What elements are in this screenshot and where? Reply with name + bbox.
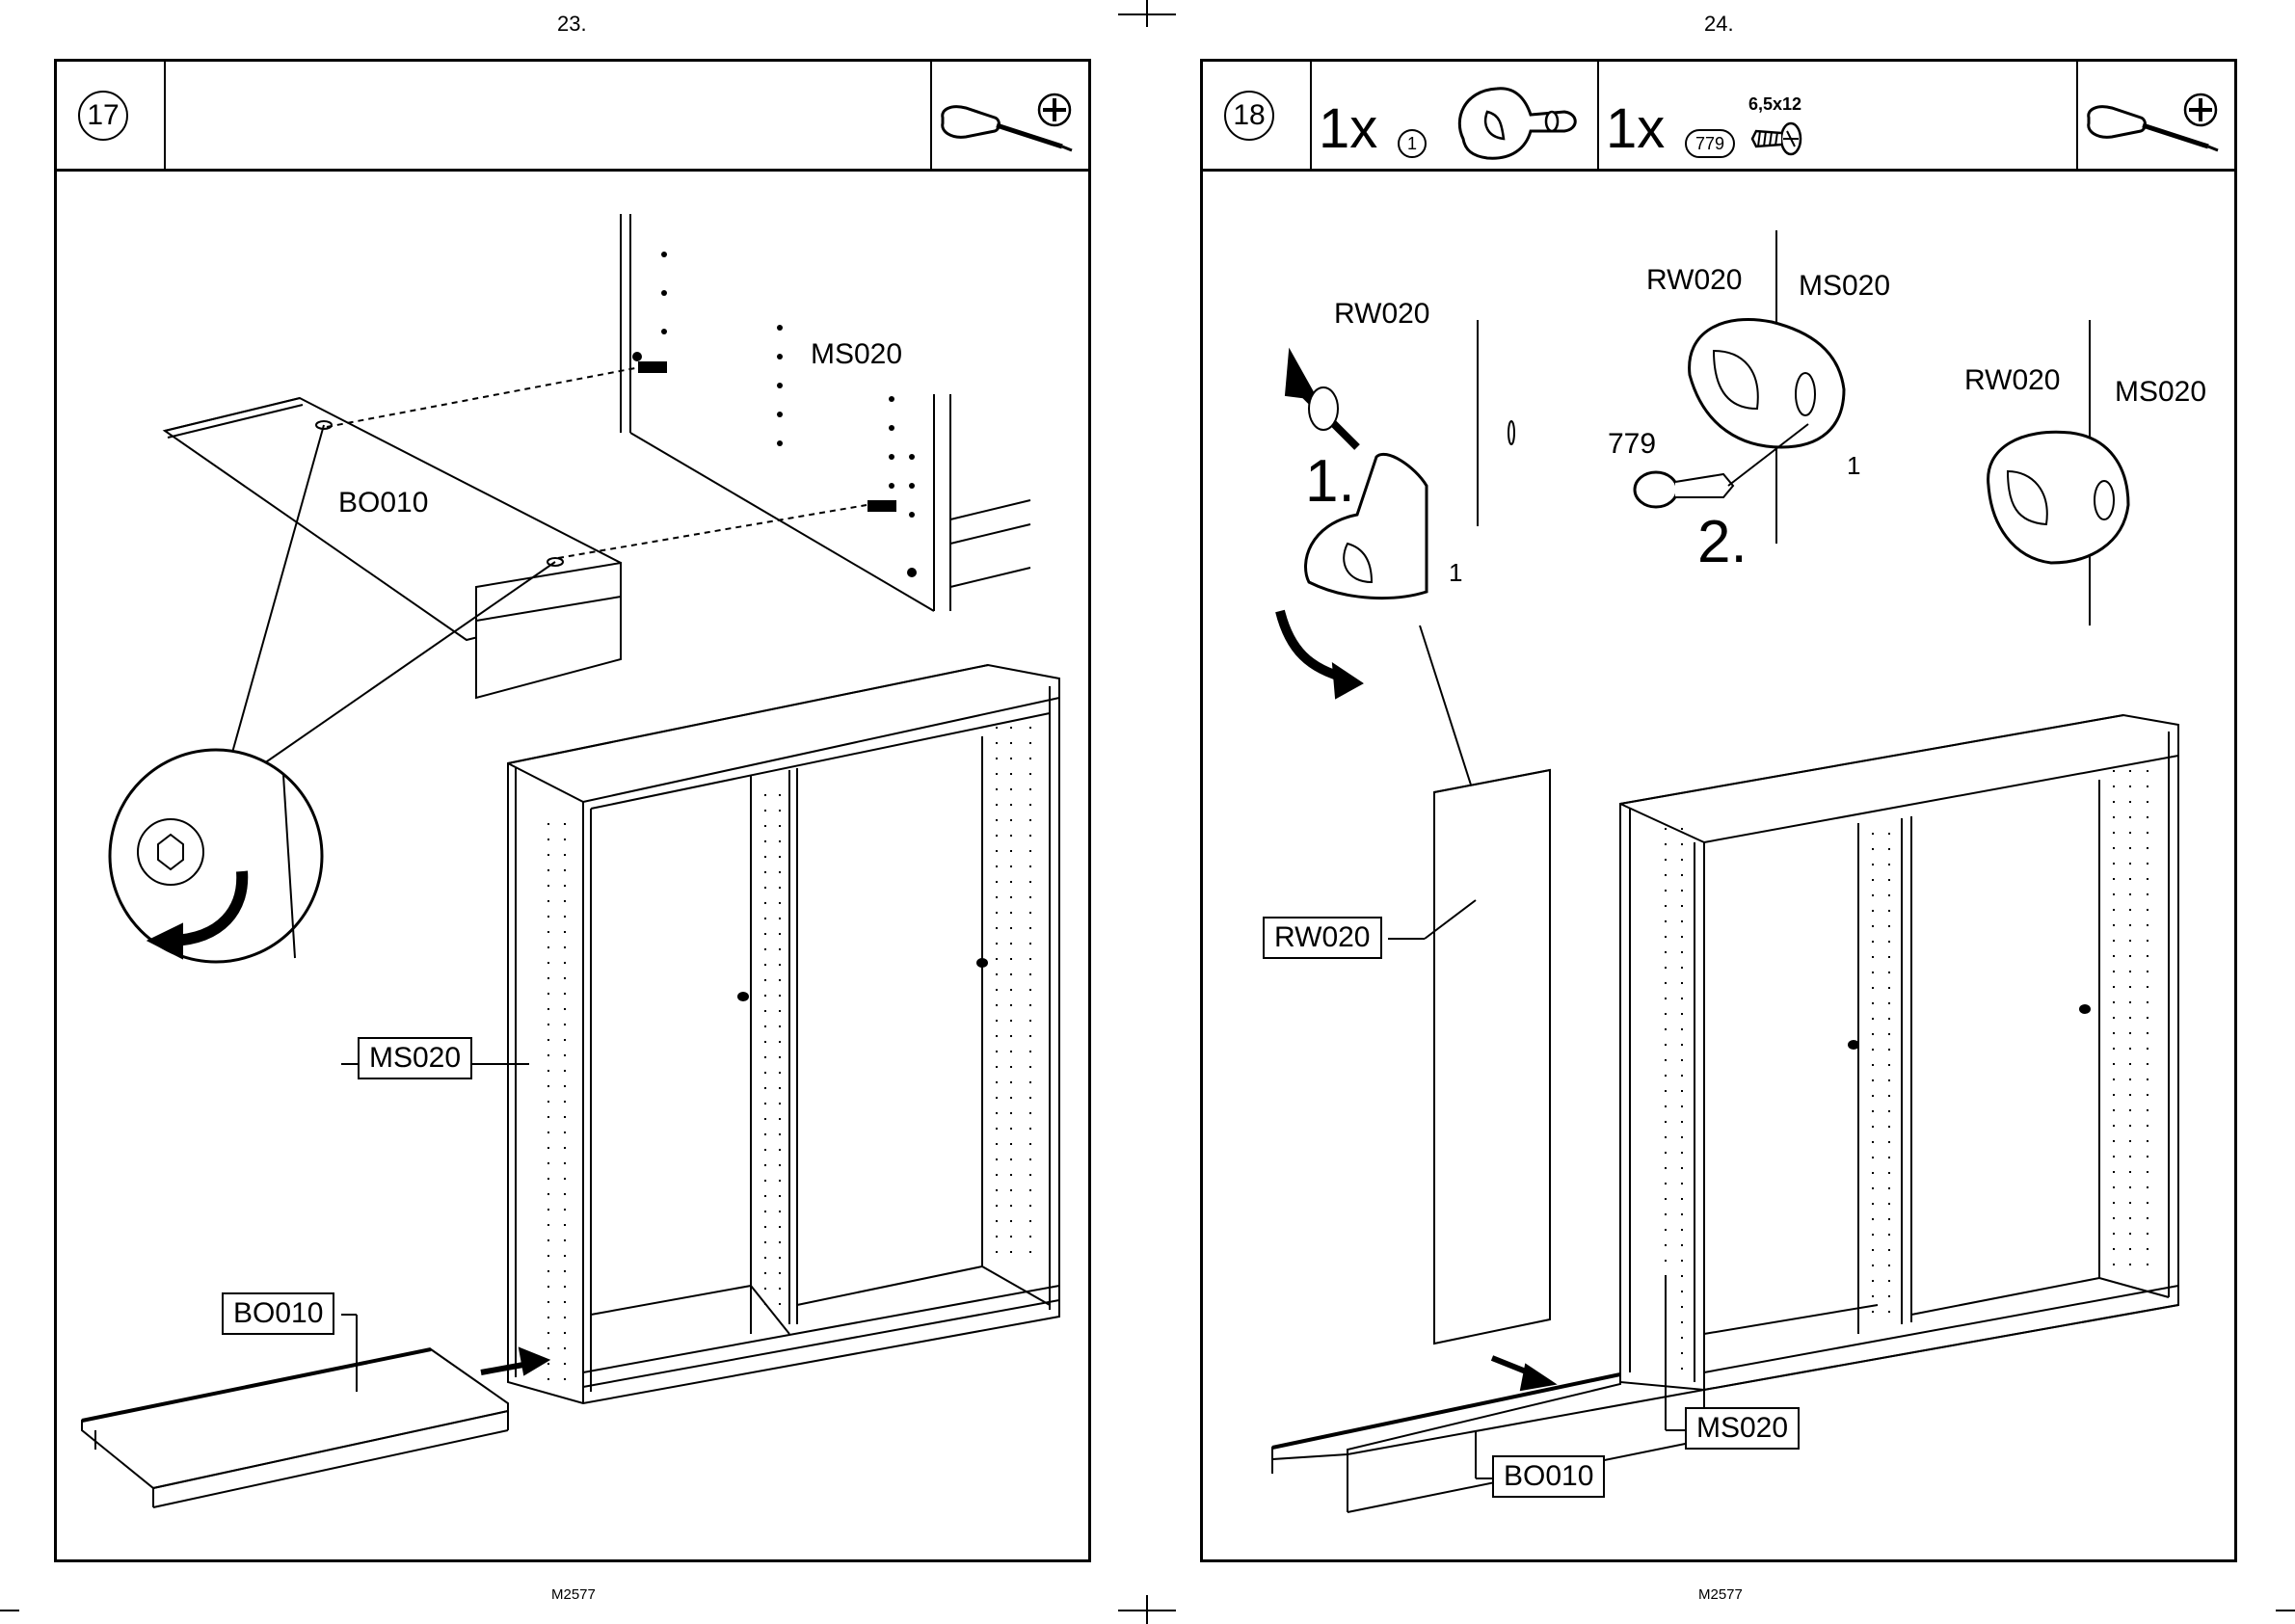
footer-code-right: M2577 bbox=[1698, 1586, 1743, 1603]
step-2-marker: 2. bbox=[1697, 508, 1748, 576]
bo010-label-box: BO010 bbox=[222, 1292, 334, 1335]
page-number-right: 24. bbox=[1704, 12, 1734, 37]
rw020-label: RW020 bbox=[1646, 264, 1743, 297]
step-1-marker: 1. bbox=[1305, 447, 1355, 516]
page-number-left: 23. bbox=[557, 12, 587, 37]
part-1-label: 1 bbox=[1847, 451, 1860, 481]
footer-code-left: M2577 bbox=[551, 1586, 596, 1603]
rw020-label: RW020 bbox=[1334, 298, 1430, 331]
crop-mark-right bbox=[2276, 1610, 2295, 1611]
crop-mark-bottom-h bbox=[1118, 1610, 1176, 1611]
rw020-label-box: RW020 bbox=[1263, 917, 1382, 959]
ms020-label: MS020 bbox=[2115, 376, 2206, 409]
rw020-label: RW020 bbox=[1964, 364, 2061, 397]
ms020-label-box: MS020 bbox=[1685, 1407, 1800, 1450]
ms020-label-top: MS020 bbox=[811, 338, 902, 371]
ms020-label-box: MS020 bbox=[358, 1037, 472, 1079]
bo010-label-top: BO010 bbox=[338, 487, 428, 519]
crop-mark-left bbox=[0, 1610, 19, 1611]
part-1-label: 1 bbox=[1449, 558, 1462, 588]
crop-mark-top-h bbox=[1118, 13, 1176, 15]
ms020-label: MS020 bbox=[1799, 270, 1890, 303]
screw-779-label: 779 bbox=[1608, 428, 1656, 461]
step-17-panel: 17 bbox=[54, 59, 1091, 1562]
bo010-label-box: BO010 bbox=[1492, 1455, 1605, 1498]
step-17-illustration bbox=[57, 62, 1094, 1565]
step-18-panel: 18 1x 1 1x 779 6,5x12 bbox=[1200, 59, 2237, 1562]
